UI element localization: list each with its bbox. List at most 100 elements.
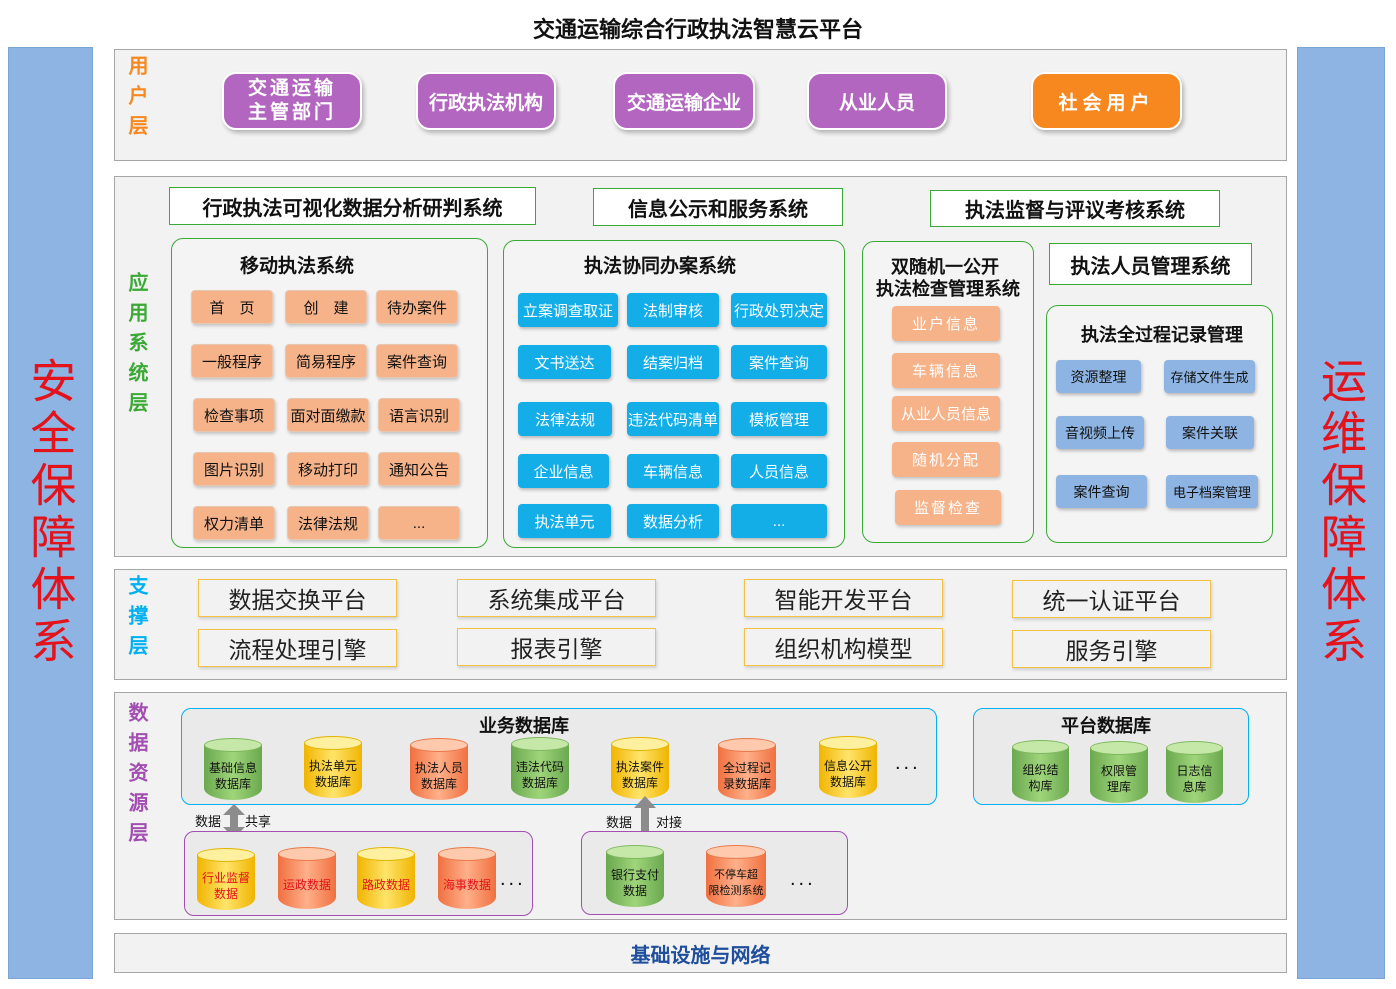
- support-item: 智能开发平台: [744, 579, 943, 617]
- random-item: 车辆信息: [892, 353, 1000, 388]
- user-transport-authority: 交通运输 主管部门: [222, 72, 362, 130]
- db-cylinder: 权限管 理库: [1090, 741, 1148, 803]
- visual-analysis-system: 行政执法可视化数据分析研判系统: [169, 187, 536, 225]
- collab-item: 文书送达: [518, 345, 611, 379]
- db-cylinder: 执法人员 数据库: [410, 738, 468, 800]
- db-cylinder: 组织结 构库: [1012, 740, 1069, 802]
- random-item: 随机分配: [892, 442, 1000, 477]
- collab-item: 结案归档: [627, 345, 719, 379]
- mobile-item: 图片识别: [193, 452, 275, 486]
- db-cylinder: 银行支付 数据: [606, 845, 664, 907]
- operations-system-label: 运维保障体系: [1314, 357, 1368, 669]
- random-inspection-system: [862, 241, 1034, 543]
- support-item: 系统集成平台: [457, 579, 656, 617]
- mobile-item: 简易程序: [285, 344, 367, 378]
- db-cylinder: 日志信 息库: [1166, 741, 1223, 803]
- record-item: 资源整理: [1056, 360, 1141, 393]
- user-practitioners: 从业人员: [807, 72, 947, 130]
- user-public: 社会用户: [1031, 72, 1182, 130]
- dock-label-left: 数据: [606, 815, 633, 830]
- collab-item: 执法单元: [518, 504, 611, 538]
- collab-case-title: 执法协同办案系统: [583, 256, 736, 277]
- record-item: 存储文件生成: [1164, 360, 1255, 393]
- mobile-enforcement-system: [171, 238, 488, 548]
- collab-item: 数据分析: [627, 504, 719, 538]
- record-item: 电子档案管理: [1166, 475, 1258, 508]
- user-layer-label: 用户层: [125, 55, 147, 145]
- dock-arrow-icon: [634, 796, 656, 832]
- page-title: 交通运输综合行政执法智慧云平台: [532, 17, 863, 42]
- record-item: 案件查询: [1056, 475, 1147, 508]
- db-cylinder: 基础信息 数据库: [204, 738, 262, 800]
- collab-item: 案件查询: [731, 345, 827, 379]
- mobile-item: 移动打印: [287, 452, 369, 486]
- collab-item: 模板管理: [731, 402, 827, 436]
- mobile-item: 创 建: [285, 290, 367, 324]
- random-item: 从业人员信息: [892, 396, 1000, 431]
- support-item: 组织机构模型: [744, 628, 943, 666]
- share-label-left: 数据: [195, 814, 222, 829]
- db-cylinder: 执法单元 数据库: [304, 736, 362, 798]
- db-cylinder: 不停车超 限检测系统: [706, 845, 766, 907]
- record-management-title: 执法全过程记录管理: [1081, 325, 1243, 345]
- mobile-item: ...: [378, 506, 460, 540]
- db-cylinder: 运政数据: [278, 847, 336, 909]
- user-transport-enterprise: 交通运输企业: [613, 72, 755, 130]
- db-cylinder: 海事数据: [438, 847, 496, 909]
- collab-item: 行政处罚决定: [731, 293, 827, 327]
- support-layer-label: 支撑层: [125, 575, 147, 665]
- collab-item: 违法代码清单: [627, 402, 719, 436]
- info-disclosure-system: 信息公示和服务系统: [593, 188, 843, 226]
- random-item: 监督检查: [895, 490, 1001, 525]
- random-item: 业户信息: [892, 306, 1000, 341]
- mobile-enforcement-title: 移动执法系统: [239, 256, 354, 277]
- dock-label-right: 对接: [656, 815, 683, 830]
- personnel-management-system: 执法人员管理系统: [1049, 243, 1252, 285]
- operations-system-panel: 运维保障体系: [1297, 47, 1385, 979]
- record-item: 音视频上传: [1056, 416, 1144, 449]
- business-db-title: 业务数据库: [479, 716, 569, 736]
- collab-item: 人员信息: [731, 454, 827, 488]
- mobile-item: 检查事项: [193, 398, 275, 432]
- support-item: 数据交换平台: [198, 579, 397, 617]
- mobile-item: 通知公告: [378, 452, 460, 486]
- random-inspection-title-2: 执法检查管理系统: [876, 279, 1020, 299]
- collab-item: 法制审核: [627, 293, 719, 327]
- security-system-label: 安全保障体系: [23, 357, 78, 669]
- infra-label: 基础设施与网络: [630, 944, 771, 967]
- collab-item: 车辆信息: [627, 454, 719, 488]
- external-db-more: ...: [500, 868, 526, 890]
- db-cylinder: 违法代码 数据库: [511, 737, 569, 799]
- mobile-item: 案件查询: [376, 344, 458, 378]
- mobile-item: 权力清单: [193, 506, 275, 540]
- support-item: 服务引擎: [1012, 630, 1211, 668]
- mobile-item: 语言识别: [378, 398, 460, 432]
- random-inspection-title-1: 双随机一公开: [891, 257, 999, 277]
- business-db-more: ...: [895, 752, 921, 774]
- platform-db-title: 平台数据库: [1061, 716, 1151, 736]
- user-enforcement-agency: 行政执法机构: [416, 72, 556, 130]
- db-cylinder: 信息公开 数据库: [819, 736, 877, 798]
- data-layer-label: 数据资源层: [125, 702, 147, 852]
- record-item: 案件关联: [1166, 416, 1254, 449]
- supervision-evaluation-system: 执法监督与评议考核系统: [930, 190, 1220, 227]
- app-layer-label: 应用系统层: [125, 272, 147, 422]
- db-cylinder: 行业监督 数据: [197, 848, 255, 910]
- support-item: 报表引擎: [457, 628, 656, 666]
- third-party-more: ...: [790, 868, 816, 890]
- mobile-item: 首 页: [191, 290, 273, 324]
- mobile-item: 面对面缴款: [287, 398, 369, 432]
- collab-item: ...: [731, 504, 827, 538]
- collab-item: 法律法规: [518, 402, 612, 436]
- mobile-item: 待办案件: [376, 290, 458, 324]
- security-system-panel: 安全保障体系: [8, 47, 93, 979]
- share-label-right: 共享: [245, 814, 272, 829]
- db-cylinder: 路政数据: [357, 847, 415, 909]
- collab-item: 企业信息: [518, 454, 609, 488]
- db-cylinder: 执法案件 数据库: [611, 737, 669, 799]
- support-item: 流程处理引擎: [198, 629, 397, 667]
- collab-item: 立案调查取证: [518, 293, 618, 327]
- db-cylinder: 全过程记 录数据库: [718, 738, 776, 800]
- collab-case-system: [503, 240, 845, 548]
- mobile-item: 法律法规: [287, 506, 369, 540]
